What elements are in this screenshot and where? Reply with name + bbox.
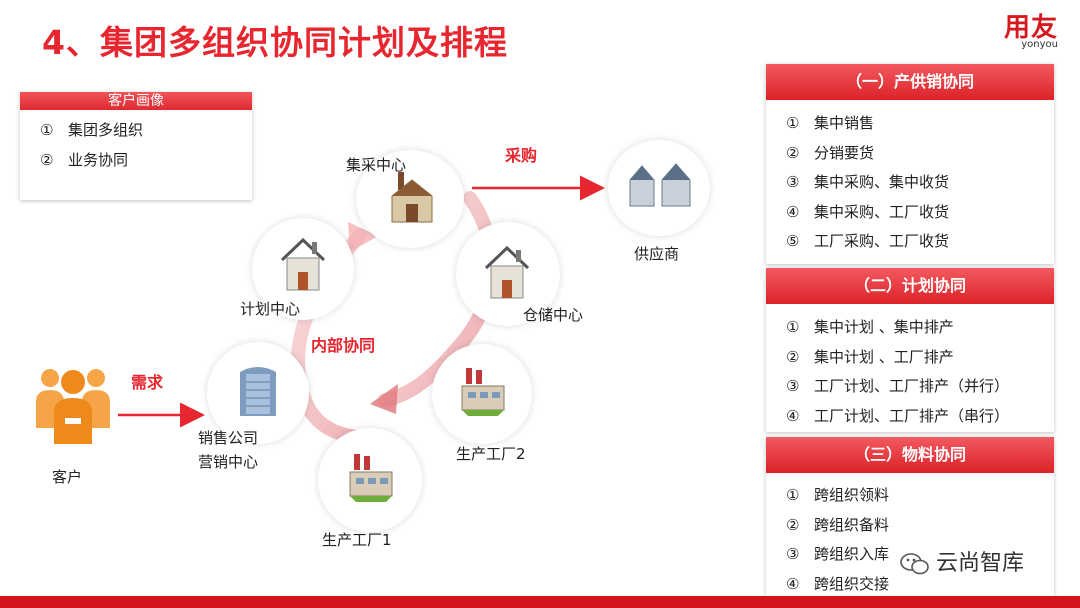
customer-label: 客户 [52, 468, 83, 486]
sales-company-node [207, 342, 309, 444]
list-item-text: 分销要货 [814, 143, 875, 162]
list-item-num: ③ [786, 377, 800, 395]
factory-1-icon [349, 454, 393, 502]
portrait-item: ② 业务协同 [40, 149, 252, 170]
purchasing-center-label: 集采中心 [346, 156, 407, 174]
factory-2-icon [461, 368, 505, 416]
supplier-houses-icon [629, 163, 691, 207]
list-item-text: 跨组织领料 [814, 486, 890, 504]
list-item-text: 集中销售 [814, 114, 875, 132]
list-item-text: 集中计划 、工厂排产 [814, 347, 954, 366]
list-item-num: ③ [786, 173, 800, 191]
list-item-num: ① [786, 486, 800, 504]
wechat-icon [900, 553, 929, 575]
list-item-num: ③ [786, 545, 800, 563]
list-item: ③ 集中采购、集中收货 [786, 168, 1054, 198]
list-item-text: 集中采购、集中收货 [814, 173, 950, 191]
list-item-num: ② [786, 143, 800, 162]
bottom-bar [0, 596, 1080, 608]
purchasing-center-node [356, 150, 464, 248]
factory-2-node [432, 344, 532, 444]
watermark-text: 云尚智库 [936, 551, 1025, 576]
marketing-center-label: 营销中心 [198, 453, 259, 471]
watermark: 云尚智库 [900, 545, 1024, 577]
list-item-text: 跨组织交接 [814, 574, 890, 593]
list-item-num: ② [786, 347, 800, 366]
list-item: ① 集中计划 、集中排产 [786, 313, 1054, 343]
factory-1-node [318, 428, 422, 532]
planning-center-label: 计划中心 [240, 300, 301, 318]
warehouse-node [456, 222, 560, 326]
list-item-num: ⑤ [786, 232, 800, 250]
portrait-item-text: 业务协同 [68, 151, 129, 169]
portrait-item-num: ① [40, 121, 54, 139]
list-item: ② 集中计划 、工厂排产 [786, 343, 1054, 373]
yonyou-logo: 用友 yonyou [968, 14, 1058, 50]
house-icon [280, 237, 326, 291]
list-item: ④ 跨组织交接 [786, 570, 1054, 600]
factory-2-label: 生产工厂2 [456, 445, 526, 463]
customer-portrait-panel: 客户画像 ① 集团多组织 ② 业务协同 [20, 92, 252, 200]
list-item: ③ 工厂计划、工厂排产（并行） [786, 372, 1054, 402]
list-item-text: 集中计划 、集中排产 [814, 318, 954, 336]
logo-sub-text: yonyou [1021, 39, 1058, 50]
supplier-label: 供应商 [634, 245, 680, 263]
panel-title: （一）产供销协同 [766, 64, 1054, 100]
internal-collaboration-label: 内部协同 [311, 336, 376, 355]
portrait-item-num: ② [40, 151, 54, 169]
panel-material: （三）物料协同 ① 跨组织领料 ② 跨组织备料 ③ 跨组织入库 ④ 跨组织交接 [766, 437, 1054, 596]
list-item-num: ① [786, 114, 800, 132]
portrait-title: 客户画像 [20, 92, 252, 110]
list-item-text: 跨组织备料 [814, 515, 890, 534]
portrait-item-text: 集团多组织 [68, 121, 144, 139]
list-item-num: ② [786, 515, 800, 534]
planning-center-node [252, 218, 354, 320]
list-item-text: 集中采购、工厂收货 [814, 202, 950, 221]
panel-title: （二）计划协同 [766, 268, 1054, 304]
cycle-arc-right-head [370, 384, 398, 414]
list-item-num: ① [786, 318, 800, 336]
customer-group-icon [36, 369, 110, 444]
warehouse-label: 仓储中心 [523, 306, 584, 324]
list-item-num: ④ [786, 574, 800, 593]
list-item-num: ④ [786, 202, 800, 221]
list-item: ③ 跨组织入库 [786, 540, 1054, 570]
panel-supply-sales: （一）产供销协同 ① 集中销售 ② 分销要货 ③ 集中采购、集中收货 ④ 集中采购、工厂… [766, 64, 1054, 264]
list-item: ② 分销要货 [786, 139, 1054, 169]
list-item-num: ④ [786, 406, 800, 425]
warehouse-house-icon [484, 245, 530, 299]
cycle-arc-left-head [348, 222, 378, 252]
list-item-text: 工厂计划、工厂排产（并行） [814, 377, 1010, 395]
list-item: ① 集中销售 [786, 109, 1054, 139]
list-item: ① 跨组织领料 [786, 481, 1054, 511]
demand-label: 需求 [131, 373, 164, 392]
list-item: ② 跨组织备料 [786, 511, 1054, 541]
list-item: ④ 集中采购、工厂收货 [786, 198, 1054, 228]
factory-1-label: 生产工厂1 [322, 531, 392, 549]
purchase-label: 采购 [505, 146, 538, 165]
page-title: 4、集团多组织协同计划及排程 [42, 23, 508, 62]
list-item: ⑤ 工厂采购、工厂收货 [786, 227, 1054, 257]
portrait-item: ① 集团多组织 [40, 119, 252, 140]
supplier-node [608, 140, 710, 236]
list-item-text: 工厂采购、工厂收货 [814, 232, 950, 250]
office-building-icon [240, 367, 276, 416]
panel-title: （三）物料协同 [766, 437, 1054, 473]
factory-icon [391, 172, 433, 223]
list-item-text: 工厂计划、工厂排产（串行） [814, 406, 1010, 425]
panel-planning: （二）计划协同 ① 集中计划 、集中排产 ② 集中计划 、工厂排产 ③ 工厂计划、工厂… [766, 268, 1054, 432]
list-item-text: 跨组织入库 [814, 545, 890, 563]
list-item: ④ 工厂计划、工厂排产（串行） [786, 402, 1054, 432]
sales-company-label: 销售公司 [198, 429, 259, 447]
logo-main-text: 用友 [1003, 13, 1058, 43]
